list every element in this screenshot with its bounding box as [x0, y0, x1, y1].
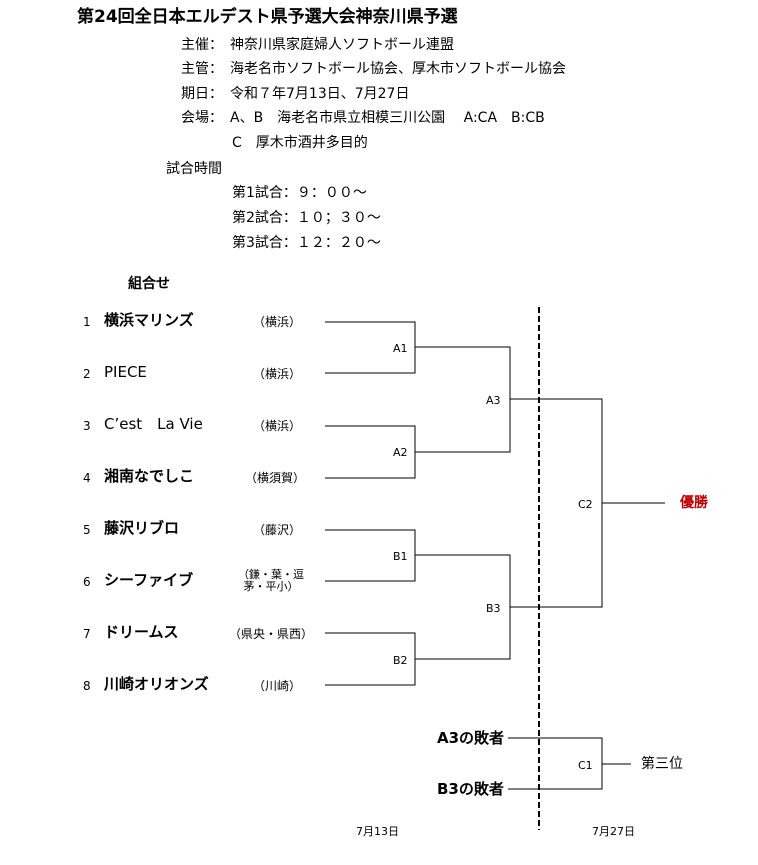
team-number: 7	[83, 627, 91, 641]
info-venue-c: C 厚木市酒井多目的	[232, 135, 368, 151]
team-number: 5	[83, 523, 91, 537]
team-region: （鎌・葉・逗 茅・平小）	[238, 569, 304, 592]
team-name: 川崎オリオンズ	[104, 675, 209, 693]
team-region: （県央・県西）	[229, 627, 314, 641]
match-label-a2: A2	[393, 446, 408, 459]
team-region: （藤沢）	[253, 523, 302, 537]
winner-label: 優勝	[680, 495, 708, 511]
team-name: 湘南なでしこ	[104, 467, 195, 485]
match-label-b3: B3	[486, 602, 501, 615]
team-number: 1	[83, 315, 91, 329]
team-name: C’est La Vie	[104, 415, 203, 433]
loser-b3-label: B3の敗者	[437, 780, 504, 798]
loser-a3-label: A3の敗者	[437, 729, 505, 747]
team-region: （川崎）	[253, 679, 302, 693]
team-number: 4	[83, 471, 91, 485]
team-number: 6	[83, 575, 91, 589]
team-number: 2	[83, 367, 91, 381]
third-place-label: 第三位	[641, 756, 683, 772]
team-number: 8	[83, 679, 91, 693]
match-label-b1: B1	[393, 550, 408, 563]
page-title: 第24回全日本エルデスト県予選大会神奈川県予選	[77, 7, 458, 27]
info-period: 期日： 令和７年7月13日、7月27日	[181, 86, 410, 102]
team-name: 藤沢リブロ	[104, 519, 180, 537]
date-round1: 7月13日	[356, 825, 399, 838]
time-game2: 第2試合：１０；３０～	[232, 210, 381, 226]
team-name: シーファイブ	[104, 571, 194, 589]
match-label-a3: A3	[486, 394, 501, 407]
match-label-c1: C1	[578, 759, 593, 772]
match-label-b2: B2	[393, 654, 408, 667]
team-region: （横浜）	[253, 419, 302, 433]
team-number: 3	[83, 419, 91, 433]
match-label-a1: A1	[393, 342, 408, 355]
match-label-c2: C2	[578, 498, 593, 511]
team-name: 横浜マリンズ	[104, 311, 194, 329]
team-region: （横須賀）	[245, 471, 306, 485]
date-round2: 7月27日	[592, 825, 635, 838]
team-name: PIECE	[104, 363, 147, 381]
info-host: 主催： 神奈川県家庭婦人ソフトボール連盟	[181, 37, 454, 53]
bracket-heading: 組合せ	[128, 276, 170, 292]
time-game3: 第3試合：１２：２０～	[232, 235, 381, 251]
team-region-line2: 茅・平小）	[243, 579, 299, 593]
team-region-line1: （鎌・葉・逗	[238, 568, 304, 581]
times-label: 試合時間	[166, 161, 222, 177]
info-manage: 主管： 海老名市ソフトボール協会、厚木市ソフトボール協会	[181, 61, 566, 77]
info-venue: 会場： A、B 海老名市県立相模三川公園 A:CA B:CB	[181, 110, 545, 126]
team-region: （横浜）	[253, 315, 302, 329]
time-game1: 第1試合：９：００～	[232, 185, 367, 201]
team-region: （横浜）	[253, 367, 302, 381]
team-name: ドリームス	[104, 623, 179, 641]
